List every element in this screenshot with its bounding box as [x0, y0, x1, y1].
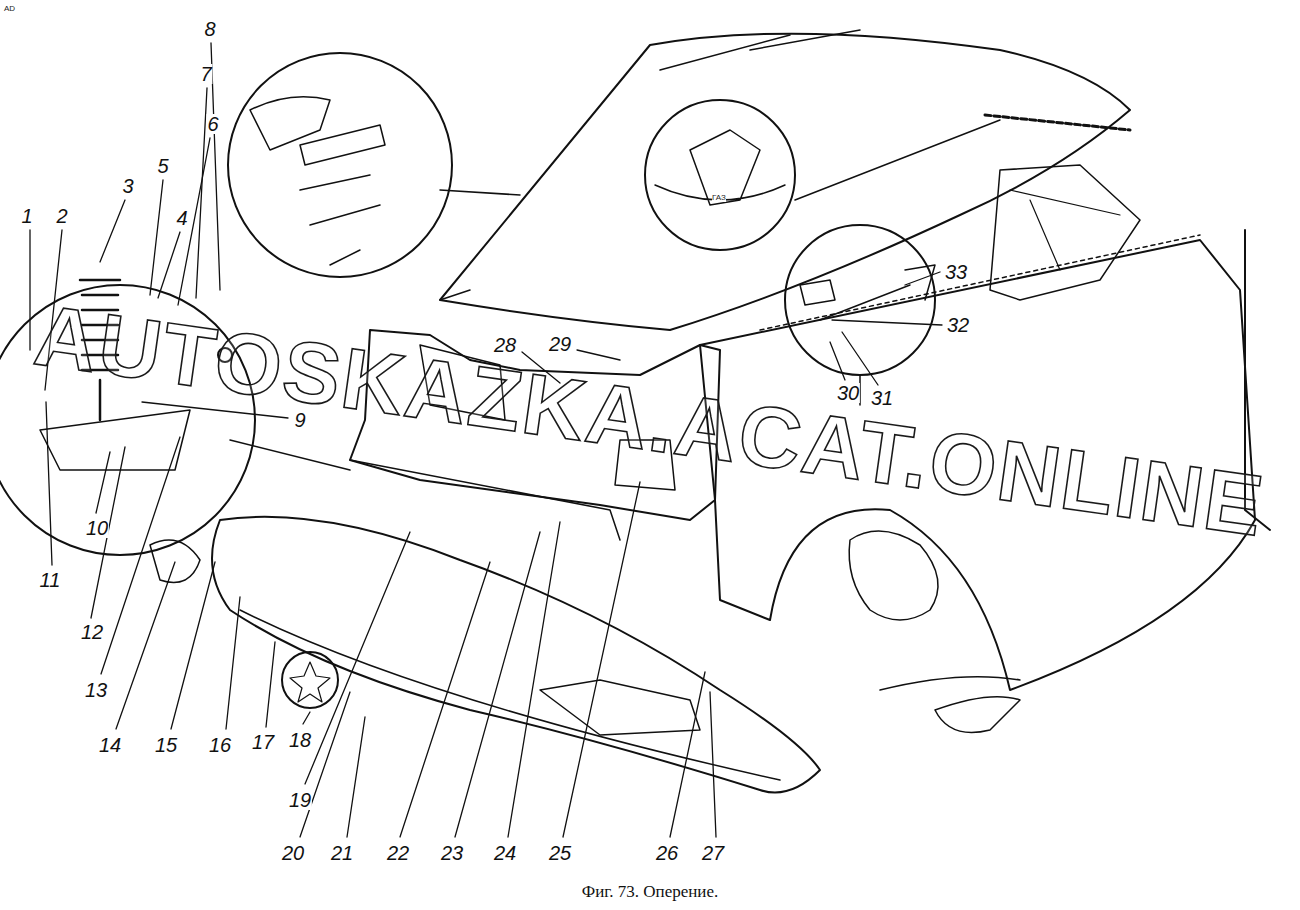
callout-number: 1 — [20, 206, 33, 226]
callout-number: 16 — [208, 735, 232, 755]
callout-number: 17 — [251, 732, 275, 752]
detail-inset — [228, 53, 452, 277]
callout-number: 30 — [836, 383, 860, 403]
latch-inset — [785, 225, 935, 375]
watermark: AUTOSKAZKA.ACAT.ONLINE — [30, 291, 1270, 549]
callout-number: 19 — [288, 790, 312, 810]
callout-number: 28 — [493, 335, 517, 355]
callout-number: 2 — [55, 206, 68, 226]
hood-panel — [440, 34, 1130, 330]
callout-number: 23 — [440, 843, 464, 863]
callout-number: 24 — [493, 843, 517, 863]
callout-number: 21 — [330, 843, 354, 863]
callout-number: 22 — [386, 843, 410, 863]
callout-number: 29 — [548, 334, 572, 354]
callout-number: 4 — [175, 208, 188, 228]
callout-number: 10 — [85, 518, 109, 538]
callout-number: 33 — [944, 262, 968, 282]
callout-number: 3 — [121, 176, 134, 196]
callout-number: 18 — [288, 730, 312, 750]
callout-number: 15 — [154, 735, 178, 755]
emblem-inset — [645, 100, 795, 250]
figure-caption: Фиг. 73. Оперение. — [582, 882, 719, 902]
corner-mark: AD — [4, 4, 15, 13]
callout-number: 11 — [39, 570, 62, 590]
callout-number: 5 — [156, 156, 169, 176]
front-bumper — [212, 517, 820, 793]
callout-number: 32 — [946, 315, 970, 335]
callout-number: 31 — [870, 388, 894, 408]
callout-number: 25 — [548, 843, 572, 863]
callout-number: 8 — [203, 19, 216, 39]
emblem-text: ГАЗ — [712, 193, 726, 202]
hood-hinge — [990, 165, 1140, 300]
callout-number: 12 — [80, 622, 104, 642]
callout-number: 27 — [701, 843, 725, 863]
callout-number: 14 — [98, 735, 122, 755]
callout-number: 6 — [206, 114, 219, 134]
callout-number: 20 — [281, 843, 305, 863]
callout-number: 26 — [655, 843, 679, 863]
callout-number: 7 — [199, 64, 212, 84]
callout-number: 13 — [84, 680, 108, 700]
